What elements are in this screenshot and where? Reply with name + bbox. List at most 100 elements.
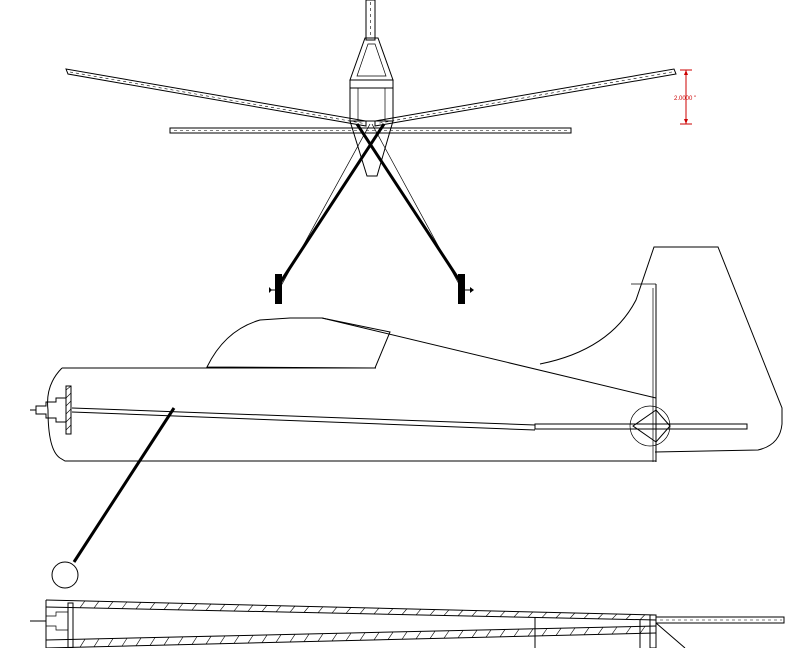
- hatch-line: [513, 611, 520, 618]
- hatch-line: [443, 630, 450, 639]
- hatch-line: [527, 628, 534, 637]
- hatch-line: [457, 630, 464, 639]
- hatch-line: [569, 627, 576, 636]
- hatch-line: [191, 636, 198, 645]
- side-view: [30, 246, 783, 589]
- front-view-left-wheel: [269, 274, 282, 304]
- plan-view-hatching: [79, 600, 646, 648]
- hatch-line: [429, 609, 436, 616]
- hatch-line: [331, 606, 338, 614]
- hatch-line: [135, 602, 142, 610]
- hatch-line: [499, 629, 506, 638]
- hatch-line: [513, 629, 520, 637]
- side-view-landing-gear: [51, 407, 176, 589]
- hatch-line: [219, 635, 226, 644]
- front-view-landing-gear: [276, 123, 465, 287]
- hatch-line: [135, 637, 142, 646]
- hatch-line: [289, 605, 296, 613]
- dimension-label: 2.0000 ": [674, 96, 696, 102]
- hatch-line: [191, 603, 198, 611]
- hatch-line: [569, 612, 576, 619]
- front-view: 2.0000 ": [65, 0, 696, 304]
- hatch-line: [345, 632, 352, 641]
- hatch-line: [401, 631, 408, 640]
- side-view-tail-hinge: [629, 405, 671, 447]
- hatch-line: [93, 601, 100, 609]
- hatch-line: [359, 607, 366, 614]
- hatch-line: [205, 603, 212, 611]
- hatch-line: [275, 605, 282, 613]
- hatch-line: [205, 636, 212, 645]
- hatch-line: [79, 600, 86, 608]
- plan-view-firewall: [30, 602, 74, 648]
- hatch-line: [247, 635, 254, 644]
- hatch-line: [149, 602, 156, 610]
- front-view-right-wing: [374, 68, 677, 127]
- hatch-line: [639, 614, 646, 620]
- hatch-line: [387, 631, 394, 640]
- front-view-left-wing: [65, 68, 367, 127]
- hatch-line: [583, 627, 590, 635]
- hatch-line: [555, 612, 562, 619]
- hatch-line: [121, 638, 128, 647]
- hatch-line: [541, 611, 548, 618]
- hatch-line: [149, 637, 156, 646]
- hatch-line: [303, 606, 310, 613]
- hatch-line: [317, 606, 324, 613]
- side-view-canopy: [206, 317, 391, 369]
- hatch-line: [289, 634, 296, 643]
- hatch-line: [107, 638, 114, 647]
- hatch-line: [541, 628, 548, 636]
- hatch-line: [415, 631, 422, 640]
- hatch-line: [611, 626, 618, 635]
- hatch-line: [401, 608, 408, 615]
- hatch-line: [485, 610, 492, 617]
- hatch-line: [597, 627, 604, 635]
- hatch-line: [331, 633, 338, 642]
- hatch-line: [107, 601, 114, 609]
- hatch-line: [387, 608, 394, 615]
- hatch-line: [639, 626, 646, 634]
- plan-view-stabilizer: [649, 614, 785, 648]
- front-view-fuselage: [349, 37, 394, 177]
- side-view-fin: [539, 246, 783, 462]
- hatch-line: [373, 632, 380, 641]
- side-view-fuselage: [47, 317, 657, 462]
- side-view-longeron: [71, 407, 748, 431]
- hatch-line: [471, 610, 478, 617]
- hatch-line: [443, 609, 450, 616]
- front-view-tail-mast: [365, 0, 376, 41]
- hatch-line: [611, 613, 618, 620]
- front-view-right-wheel: [458, 274, 474, 304]
- hatch-line: [345, 607, 352, 614]
- plan-view-fuselage: [45, 599, 657, 648]
- hatch-line: [303, 633, 310, 642]
- hatch-line: [233, 604, 240, 612]
- hatch-line: [275, 634, 282, 643]
- hatch-line: [373, 607, 380, 615]
- hatch-line: [499, 610, 506, 617]
- dihedral-dimension: 2.0000 ": [674, 69, 696, 125]
- hatch-line: [527, 611, 534, 618]
- hatch-line: [485, 629, 492, 638]
- hatch-line: [415, 608, 422, 616]
- hatch-line: [163, 602, 170, 610]
- hatch-line: [177, 636, 184, 645]
- hatch-line: [233, 635, 240, 644]
- hatch-line: [597, 613, 604, 619]
- side-view-engine: [30, 385, 72, 435]
- hatch-line: [583, 613, 590, 619]
- hatch-line: [93, 638, 100, 647]
- side-view-wheel: [51, 561, 79, 589]
- hatch-line: [247, 604, 254, 612]
- hatch-line: [261, 634, 268, 643]
- hatch-line: [317, 633, 324, 642]
- hatch-line: [429, 631, 436, 639]
- hatch-line: [625, 626, 632, 634]
- hatch-line: [457, 609, 464, 616]
- hatch-line: [471, 630, 478, 638]
- plan-view: [30, 599, 785, 648]
- hatch-line: [359, 632, 366, 641]
- hatch-line: [177, 603, 184, 610]
